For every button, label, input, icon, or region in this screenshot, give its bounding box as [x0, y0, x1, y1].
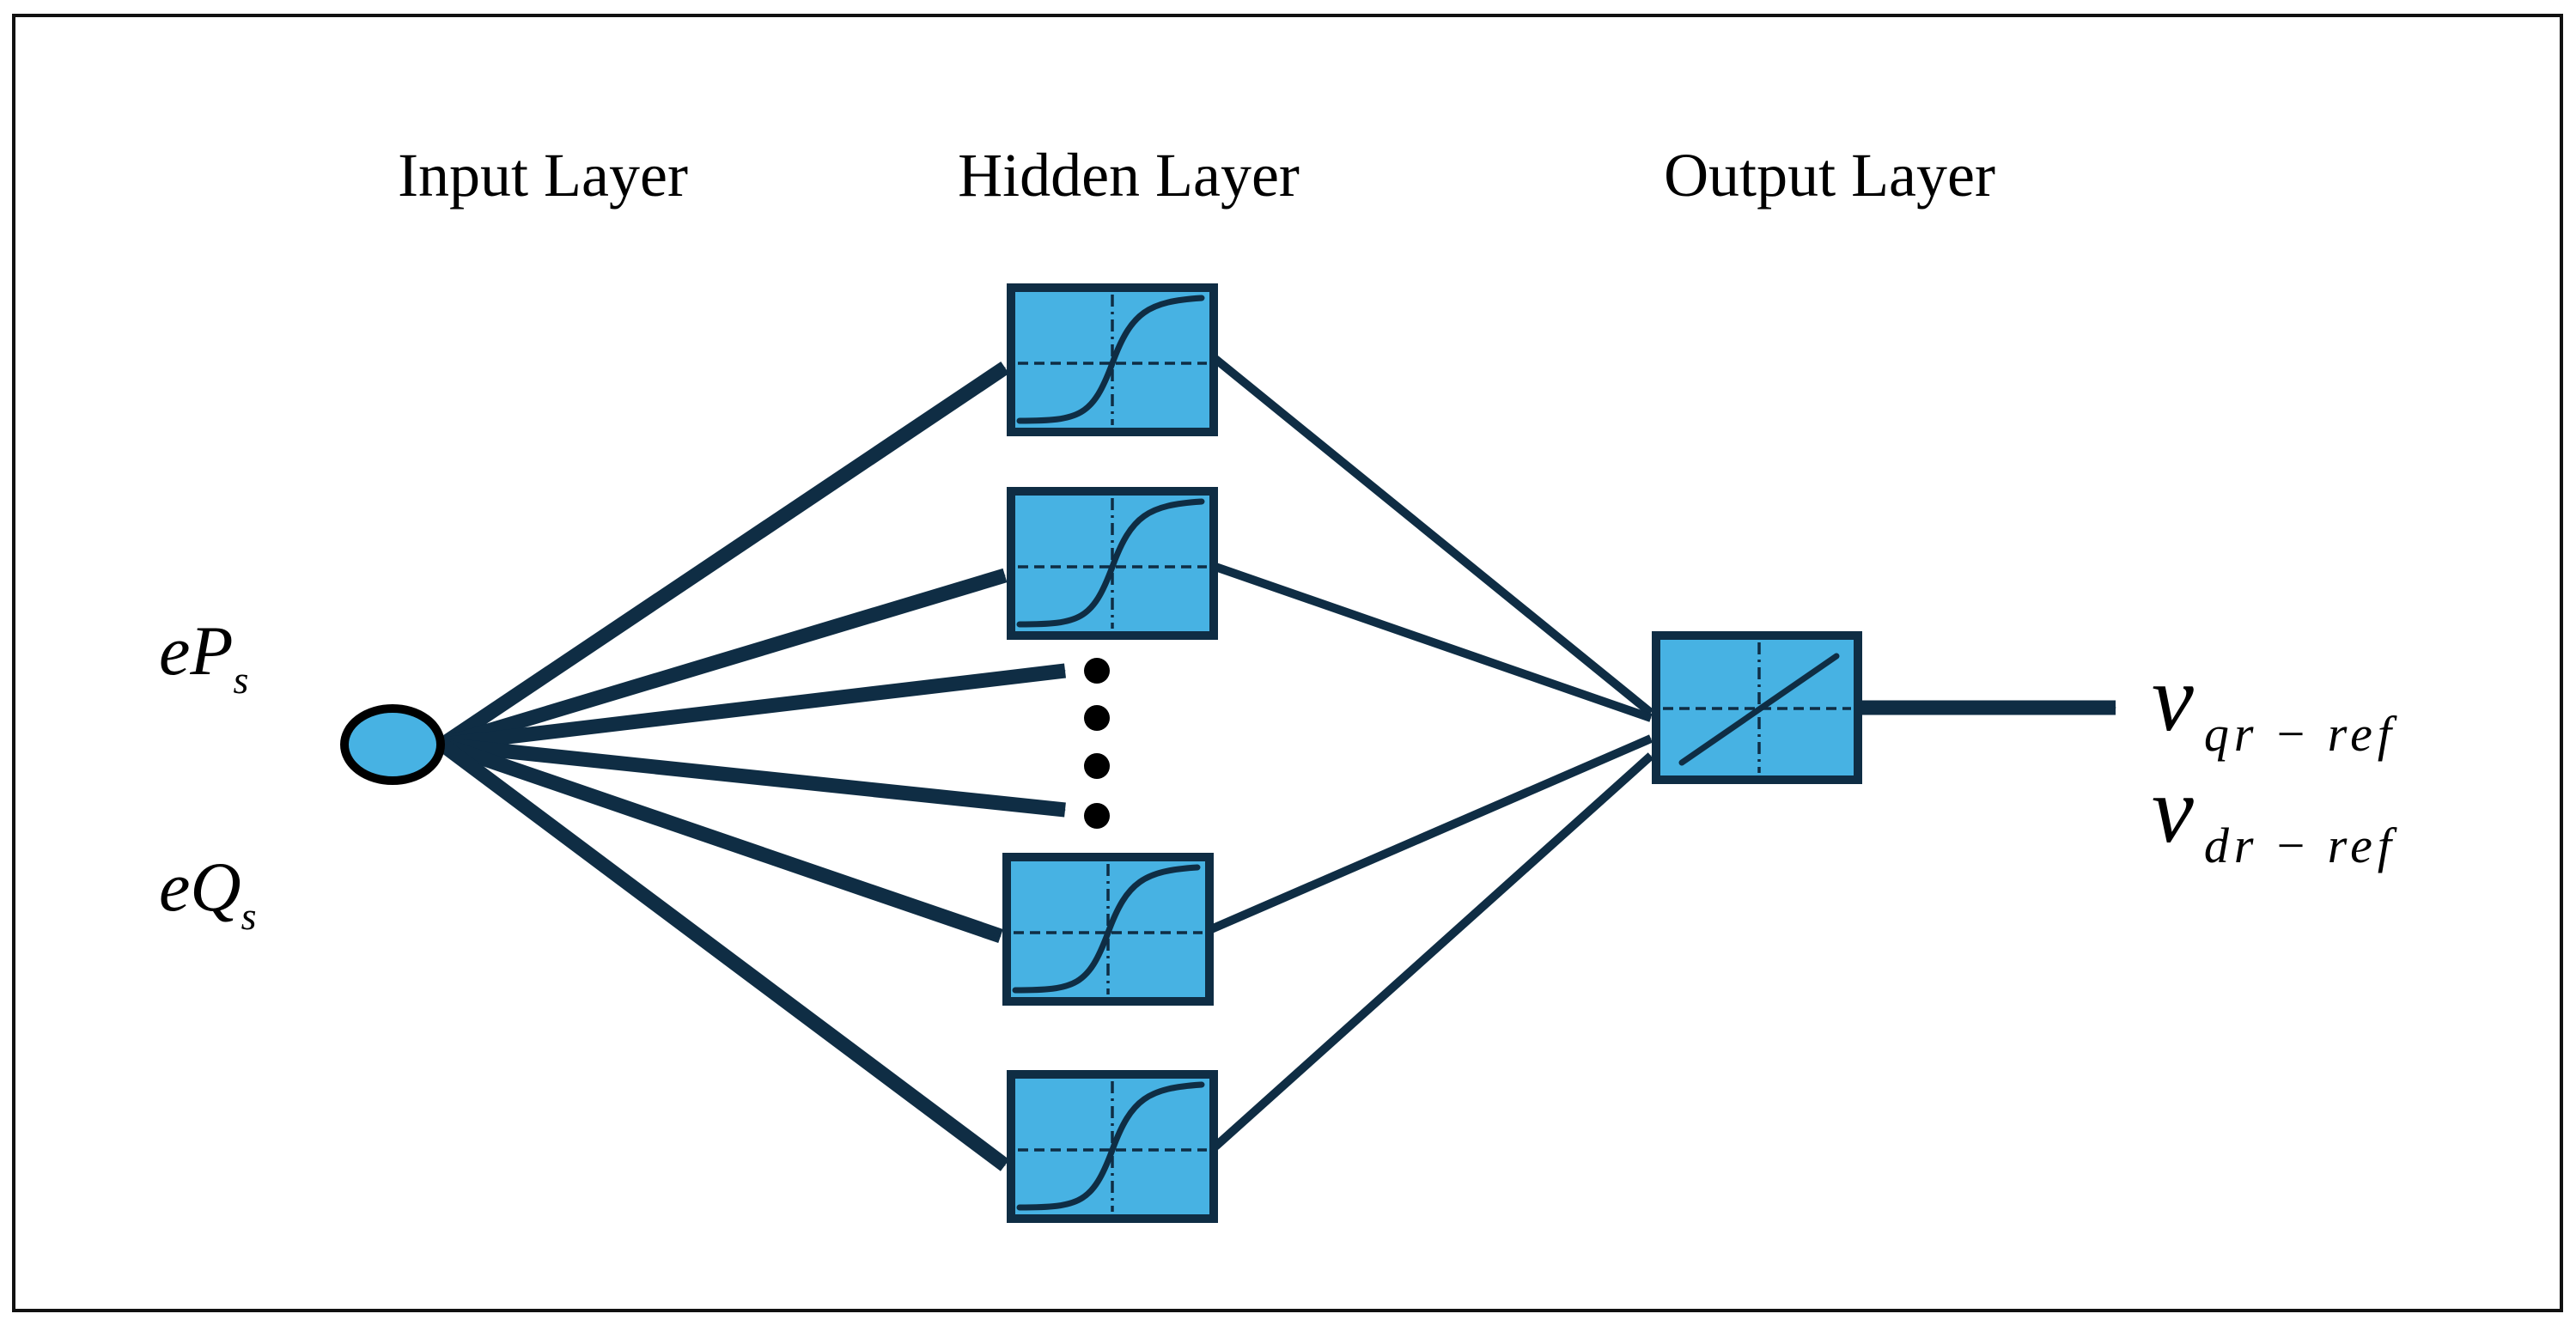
svg-text:vdr − ref: vdr − ref	[2152, 757, 2397, 873]
edge-input-hidden-1	[438, 361, 1009, 751]
edge-input-hidden-4	[437, 739, 1010, 1171]
edge-input-dots-1	[441, 663, 1067, 752]
edge-hidden-3-output	[1209, 734, 1653, 934]
input-eps-label: ePs	[159, 611, 248, 702]
hidden-neuron-1	[1007, 283, 1218, 436]
hidden-layer-label: Hidden Layer	[958, 141, 1300, 210]
hidden-neuron-3	[1002, 853, 1214, 1006]
sigmoid-icon	[1016, 498, 1207, 629]
edge-hidden-4-output	[1212, 752, 1654, 1150]
output-neuron	[1652, 631, 1862, 784]
edge-input-hidden-3	[440, 737, 1003, 944]
sigmoid-icon	[1012, 864, 1203, 994]
input-eqs-label: eQs	[159, 848, 257, 938]
svg-text:vqr − ref: vqr − ref	[2152, 646, 2397, 762]
ellipsis-dot	[1084, 705, 1110, 731]
sigmoid-icon	[1016, 1081, 1207, 1212]
svg-text:eQs: eQs	[159, 848, 257, 938]
diagram-frame	[12, 14, 2563, 1312]
input-layer-label: Input Layer	[398, 141, 688, 210]
edge-input-hidden-2	[440, 568, 1008, 752]
edge-input-dots-2	[442, 737, 1066, 818]
hidden-neuron-2	[1007, 487, 1218, 640]
ellipsis-dots	[1084, 658, 1110, 829]
ellipsis-dot	[1084, 803, 1110, 829]
sigmoid-icon	[1016, 295, 1207, 425]
hidden-neuron-4	[1007, 1070, 1218, 1223]
linear-icon	[1663, 642, 1851, 773]
edge-hidden-1-output	[1212, 356, 1654, 716]
input-to-hidden-edges	[437, 361, 1067, 1171]
input-node	[340, 704, 445, 785]
output-layer-label: Output Layer	[1664, 141, 1995, 210]
svg-text:ePs: ePs	[159, 611, 248, 702]
edge-hidden-2-output	[1214, 563, 1653, 722]
ellipsis-dot	[1084, 658, 1110, 684]
hidden-to-output-edges	[1209, 356, 1654, 1150]
ellipsis-dot	[1084, 753, 1110, 779]
